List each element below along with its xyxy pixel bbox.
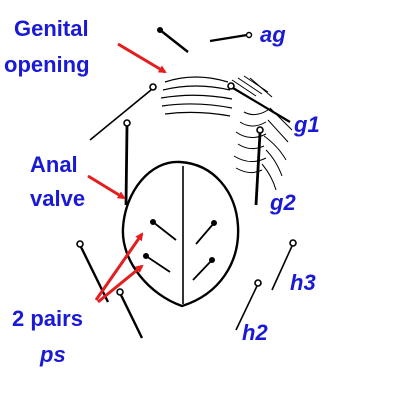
- seta-h3-left: [76, 240, 110, 303]
- seta-g2-right: [254, 126, 264, 206]
- arrow-ps-lower: [97, 264, 144, 304]
- label-genital-line2: opening: [4, 52, 90, 77]
- label-anal-line1: Anal: [30, 152, 78, 177]
- label-seta-g1: g1: [293, 112, 320, 137]
- arrow-anal-valve: [87, 174, 126, 200]
- seta-g1-left: [89, 83, 157, 141]
- label-pairs-line1: 2 pairs: [12, 306, 83, 331]
- seta-h3-right: [271, 239, 297, 291]
- seta-ag-right: [209, 31, 253, 43]
- arrow-genital-opening: [117, 42, 167, 74]
- label-genital-line1: Genital: [14, 16, 89, 41]
- label-seta-h3: h3: [290, 270, 316, 295]
- cuticle-folds: [231, 75, 293, 191]
- anal-valve-outline: [121, 160, 240, 308]
- seta-ag-left: [157, 27, 189, 53]
- seta-g2-left: [123, 119, 131, 206]
- setae: [76, 27, 297, 339]
- seta-ps1-right: [195, 220, 217, 245]
- seta-ps1-left: [150, 219, 177, 241]
- label-anal-line2: valve: [30, 186, 85, 211]
- seta-ps2-right: [192, 257, 215, 281]
- seta-g1-right: [227, 82, 291, 123]
- label-pairs-line2: ps: [39, 342, 66, 367]
- genital-opening-striations: [160, 76, 233, 117]
- seta-h2-left: [116, 288, 144, 339]
- arrow-ps-upper: [94, 232, 144, 301]
- seta-ps2-left: [143, 253, 171, 273]
- anal-valve: [121, 160, 240, 308]
- label-seta-g2: g2: [269, 190, 296, 215]
- label-seta-ag: ag: [260, 22, 286, 47]
- label-seta-h2: h2: [242, 320, 268, 345]
- pointer-arrows: [87, 42, 167, 304]
- seta-h2-right: [235, 279, 262, 331]
